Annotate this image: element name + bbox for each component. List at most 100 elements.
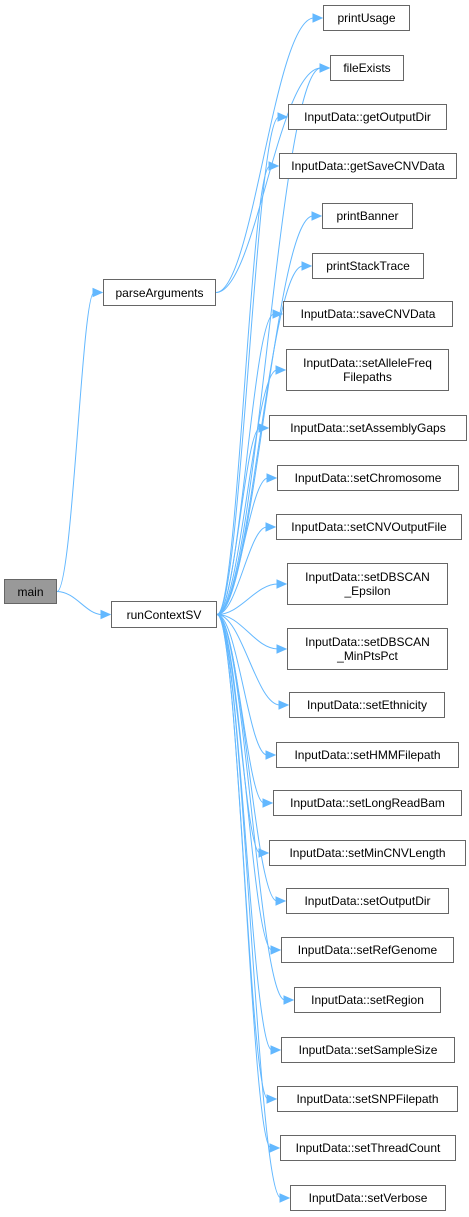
node-fileExists-label: fileExists <box>343 61 391 75</box>
node-setOutputDir[interactable]: InputData::setOutputDir <box>286 888 449 914</box>
edge-runContextSV-setDBSCANMinPtsPct <box>216 614 279 650</box>
edge-arrowhead-runContextSV-setOutputDir <box>275 896 287 906</box>
node-setAssemblyGaps-label: InputData::setAssemblyGaps <box>290 421 446 435</box>
node-setSampleSize-label: InputData::setSampleSize <box>298 1043 438 1057</box>
node-printStackTrace-label: printStackTrace <box>326 259 410 273</box>
node-setLongReadBam[interactable]: InputData::setLongReadBam <box>273 790 462 816</box>
edge-arrowhead-main-runContextSV <box>100 609 112 620</box>
node-setDBSCANMinPtsPct[interactable]: InputData::setDBSCAN _MinPtsPct <box>287 628 448 670</box>
node-setVerbose-label: InputData::setVerbose <box>308 1191 428 1205</box>
edge-arrowhead-runContextSV-setLongReadBam <box>262 798 274 808</box>
node-printUsage[interactable]: printUsage <box>323 5 410 31</box>
edge-arrowhead-runContextSV-printBanner <box>311 211 323 221</box>
edge-runContextSV-setDBSCANEpsilon <box>216 583 279 615</box>
node-getSaveCNVData[interactable]: InputData::getSaveCNVData <box>279 153 457 179</box>
edge-arrowhead-runContextSV-setAlleleFreqFilepaths <box>275 365 287 375</box>
edge-runContextSV-setAlleleFreqFilepaths <box>216 369 278 615</box>
edge-arrowhead-runContextSV-setDBSCANEpsilon <box>276 579 288 589</box>
edge-parseArguments-fileExists <box>215 67 322 293</box>
edge-arrowhead-runContextSV-setEthnicity <box>278 700 290 710</box>
node-setDBSCANMinPtsPct-label: InputData::setDBSCAN _MinPtsPct <box>305 635 430 663</box>
node-setSNPFilepath[interactable]: InputData::setSNPFilepath <box>277 1086 458 1112</box>
node-setChromosome-label: InputData::setChromosome <box>294 471 442 485</box>
node-parseArguments[interactable]: parseArguments <box>103 279 216 306</box>
edge-arrowhead-runContextSV-setRefGenome <box>270 945 282 955</box>
edge-arrowhead-main-parseArguments <box>92 287 104 298</box>
node-setThreadCount[interactable]: InputData::setThreadCount <box>280 1135 456 1161</box>
edge-runContextSV-setMinCNVLength <box>216 614 261 854</box>
edge-runContextSV-setRegion <box>216 614 286 1001</box>
node-fileExists[interactable]: fileExists <box>330 55 404 81</box>
edge-arrowhead-runContextSV-setDBSCANMinPtsPct <box>276 644 288 654</box>
node-printBanner-label: printBanner <box>336 209 399 223</box>
edge-runContextSV-setEthnicity <box>216 614 281 706</box>
node-setRegion-label: InputData::setRegion <box>311 993 424 1007</box>
edge-arrowhead-runContextSV-setRegion <box>283 995 295 1005</box>
edge-runContextSV-setAssemblyGaps <box>216 427 261 615</box>
node-getSaveCNVData-label: InputData::getSaveCNVData <box>291 159 445 173</box>
node-runContextSV-label: runContextSV <box>126 607 202 622</box>
edge-runContextSV-getSaveCNVData <box>216 165 271 615</box>
node-setAssemblyGaps[interactable]: InputData::setAssemblyGaps <box>269 415 467 441</box>
edge-arrowhead-runContextSV-setCNVOutputFile <box>265 522 277 532</box>
edge-main-parseArguments <box>56 292 95 592</box>
node-runContextSV[interactable]: runContextSV <box>111 601 217 628</box>
edge-runContextSV-setThreadCount <box>216 614 272 1149</box>
edge-parseArguments-printUsage <box>215 17 315 293</box>
node-printBanner[interactable]: printBanner <box>322 203 413 229</box>
edge-arrowhead-runContextSV-getOutputDir <box>277 112 289 122</box>
edge-arrowhead-runContextSV-setAssemblyGaps <box>258 423 270 433</box>
node-setSampleSize[interactable]: InputData::setSampleSize <box>281 1037 455 1063</box>
node-printStackTrace[interactable]: printStackTrace <box>312 253 424 279</box>
edge-arrowhead-runContextSV-getSaveCNVData <box>268 161 280 171</box>
node-setCNVOutputFile[interactable]: InputData::setCNVOutputFile <box>276 514 462 540</box>
edge-arrowhead-runContextSV-setChromosome <box>266 473 278 483</box>
node-parseArguments-label: parseArguments <box>115 285 204 300</box>
node-setRefGenome[interactable]: InputData::setRefGenome <box>281 937 454 963</box>
edge-arrowhead-runContextSV-setHMMFilepath <box>265 750 277 760</box>
edge-arrowhead-runContextSV-saveCNVData <box>272 309 284 319</box>
node-setEthnicity-label: InputData::setEthnicity <box>306 698 428 712</box>
edge-arrowhead-runContextSV-setVerbose <box>279 1193 291 1203</box>
node-main: main <box>4 579 57 604</box>
edge-arrowhead-runContextSV-setSNPFilepath <box>266 1094 278 1104</box>
edge-main-runContextSV <box>56 591 103 615</box>
node-setCNVOutputFile-label: InputData::setCNVOutputFile <box>291 520 447 534</box>
node-setMinCNVLength-label: InputData::setMinCNVLength <box>289 846 446 860</box>
node-setRegion[interactable]: InputData::setRegion <box>294 987 441 1013</box>
edge-arrowhead-runContextSV-fileExists <box>319 63 331 73</box>
node-setVerbose[interactable]: InputData::setVerbose <box>290 1185 446 1211</box>
edge-runContextSV-setChromosome <box>216 477 269 615</box>
edge-arrowhead-runContextSV-setSampleSize <box>270 1045 282 1055</box>
node-setHMMFilepath-label: InputData::setHMMFilepath <box>294 748 441 762</box>
node-setThreadCount-label: InputData::setThreadCount <box>295 1141 441 1155</box>
node-setAlleleFreqFilepaths-label: InputData::setAlleleFreq Filepaths <box>303 356 432 384</box>
edge-arrowhead-runContextSV-printStackTrace <box>301 261 313 271</box>
node-main-label: main <box>17 584 44 599</box>
node-setSNPFilepath-label: InputData::setSNPFilepath <box>296 1092 439 1106</box>
node-setMinCNVLength[interactable]: InputData::setMinCNVLength <box>269 840 466 866</box>
node-setDBSCANEpsilon-label: InputData::setDBSCAN _Epsilon <box>305 570 430 598</box>
node-saveCNVData[interactable]: InputData::saveCNVData <box>283 301 453 327</box>
edge-runContextSV-setHMMFilepath <box>216 614 268 756</box>
edge-runContextSV-setVerbose <box>216 614 282 1199</box>
node-setLongReadBam-label: InputData::setLongReadBam <box>290 796 445 810</box>
node-setChromosome[interactable]: InputData::setChromosome <box>277 465 459 491</box>
edge-runContextSV-setCNVOutputFile <box>216 526 268 615</box>
edge-runContextSV-fileExists <box>216 67 322 615</box>
node-setAlleleFreqFilepaths[interactable]: InputData::setAlleleFreq Filepaths <box>286 349 449 391</box>
node-setEthnicity[interactable]: InputData::setEthnicity <box>289 692 445 718</box>
edge-arrowhead-parseArguments-printUsage <box>312 13 324 23</box>
node-printUsage-label: printUsage <box>337 11 396 25</box>
edge-runContextSV-setRefGenome <box>216 614 273 951</box>
node-setDBSCANEpsilon[interactable]: InputData::setDBSCAN _Epsilon <box>287 563 448 605</box>
node-getOutputDir[interactable]: InputData::getOutputDir <box>288 104 447 130</box>
edge-arrowhead-runContextSV-setThreadCount <box>269 1143 281 1153</box>
node-saveCNVData-label: InputData::saveCNVData <box>300 307 436 321</box>
node-setHMMFilepath[interactable]: InputData::setHMMFilepath <box>276 742 459 768</box>
edge-runContextSV-getOutputDir <box>216 116 280 615</box>
node-setRefGenome-label: InputData::setRefGenome <box>297 943 438 957</box>
node-setOutputDir-label: InputData::setOutputDir <box>304 894 431 908</box>
